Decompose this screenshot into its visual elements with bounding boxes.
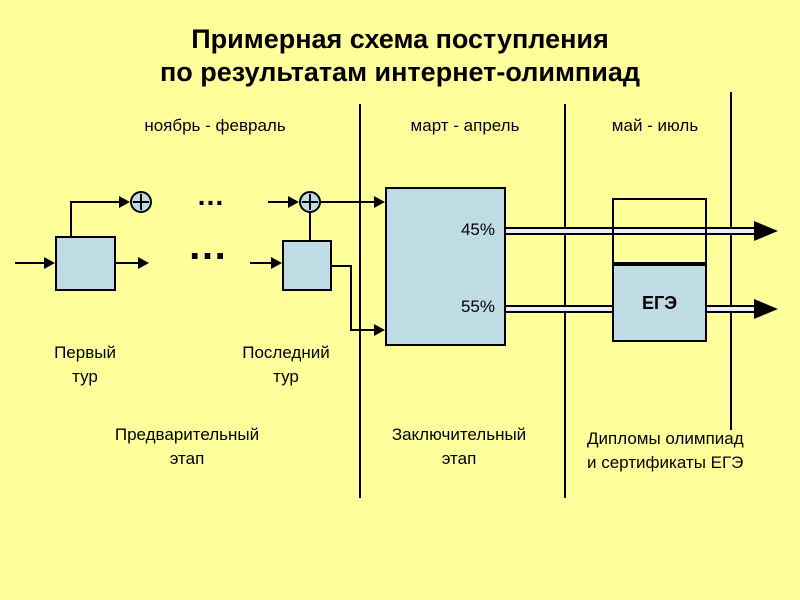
last-tour-out-line [332, 265, 352, 267]
timeline-period-2: март - апрель [410, 116, 520, 135]
connector-up-line [70, 202, 72, 236]
last-tour-to-adder2-line [309, 213, 311, 240]
final-stage-label: Заключительный этап [359, 423, 559, 471]
ellipsis-middle: … [187, 224, 233, 268]
results-line1: Дипломы олимпиад [587, 429, 744, 448]
first-tour-out-arrowhead-icon [138, 257, 149, 269]
first-tour-box [55, 236, 116, 291]
slide-title-line2: по результатам интернет-олимпиад [160, 57, 640, 87]
stage-divider-line-1 [359, 104, 361, 498]
output-pipe-bottom-arrowhead-icon [754, 299, 778, 319]
final-bottom-in-line [350, 329, 374, 331]
connector-to-adder2-line [268, 201, 288, 203]
first-tour-label-line1: Первый [54, 343, 116, 362]
adder2-to-final-line [321, 201, 374, 203]
percent-top-label: 45% [460, 220, 495, 239]
percent-bottom-label: 55% [460, 297, 495, 316]
first-tour-out-line [116, 262, 138, 264]
final-stage-line1: Заключительный [391, 425, 527, 444]
last-tour-in-line [250, 262, 271, 264]
first-tour-label-line2: тур [72, 367, 98, 386]
preliminary-stage-line1: Предварительный [114, 425, 260, 444]
results-line2: и сертификаты ЕГЭ [587, 453, 744, 472]
ege-box [612, 264, 707, 342]
first-tour-label: Первый тур [25, 341, 145, 389]
timeline-period-1: ноябрь - февраль [144, 116, 286, 135]
entry-arrow-line [15, 262, 44, 264]
stage-divider-line-3 [730, 92, 732, 430]
ege-label: ЕГЭ [641, 292, 677, 313]
last-tour-label-line2: тур [273, 367, 299, 386]
last-tour-label-line1: Последний [242, 343, 330, 362]
preliminary-stage-line2: этап [169, 449, 205, 468]
slide-title-line1: Примерная схема поступления [191, 24, 609, 54]
preliminary-stage-label: Предварительный этап [87, 423, 287, 471]
adder1-arrowhead-icon [119, 196, 130, 208]
output-pipe-top [506, 227, 756, 235]
entry-arrowhead-icon [44, 257, 55, 269]
ellipsis-top: … [196, 180, 230, 211]
last-tour-down-line [350, 265, 352, 331]
final-stage-line2: этап [441, 449, 477, 468]
final-top-arrowhead-icon [374, 196, 385, 208]
adder2-arrowhead-icon [288, 196, 299, 208]
last-tour-box [282, 240, 332, 291]
final-bottom-arrowhead-icon [374, 324, 385, 336]
final-stage-box [385, 187, 506, 346]
plus-circle-icon-1 [130, 191, 152, 213]
stage-divider-line-2 [564, 104, 566, 498]
results-label: Дипломы олимпиад и сертификаты ЕГЭ [587, 427, 787, 475]
last-tour-label: Последний тур [226, 341, 346, 389]
last-tour-in-arrowhead-icon [271, 257, 282, 269]
output-pipe-top-arrowhead-icon [754, 221, 778, 241]
diploma-box [612, 198, 707, 264]
connector-to-adder1-line [70, 201, 119, 203]
plus-circle-icon-2 [299, 191, 321, 213]
timeline-period-3: май - июль [611, 116, 699, 135]
